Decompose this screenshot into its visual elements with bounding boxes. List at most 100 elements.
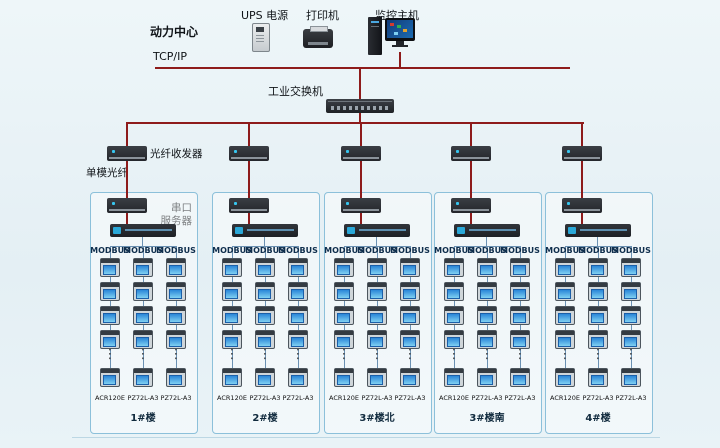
building-label: 1#楼 [130, 413, 156, 424]
meter-icon [444, 306, 464, 325]
serial-server-icon [232, 224, 298, 237]
serial-server-icon [454, 224, 520, 237]
meter-icon [400, 258, 420, 277]
meter-model-label: PZ72L-A3 [249, 394, 281, 402]
single-mode-fiber-line [470, 161, 472, 198]
fiber-transceiver-icon [107, 146, 147, 161]
fiber-transceiver-rx-icon [341, 198, 381, 213]
protocol-label: MODBUS [545, 246, 585, 255]
protocol-label: MODBUS [90, 246, 130, 255]
more-meters-ellipsis: ⋮ [403, 347, 417, 362]
meter-icon [510, 368, 530, 387]
power-center-label: 动力中心 [150, 25, 199, 39]
fiber-transceiver-icon [451, 146, 491, 161]
monitor-host-icon [368, 15, 418, 57]
meter-icon [400, 330, 420, 349]
meter-model-label: PZ72L-A3 [394, 394, 426, 402]
meter-icon [621, 330, 641, 349]
monitor-stand [396, 41, 404, 45]
fiber-transceiver-icon [341, 146, 381, 161]
distribution-line [127, 122, 584, 124]
monitor-base [392, 45, 408, 47]
meter-icon [400, 282, 420, 301]
more-meters-ellipsis: ⋮ [337, 347, 351, 362]
protocol-label: MODBUS [578, 246, 618, 255]
fiber-transceiver-rx-icon [451, 198, 491, 213]
server-bus-line [486, 237, 487, 246]
meter-icon [367, 368, 387, 387]
meter-icon [288, 282, 308, 301]
meter-icon [621, 258, 641, 277]
meter-icon [510, 258, 530, 277]
drop-line [360, 122, 362, 146]
meter-icon [255, 306, 275, 325]
meter-icon [400, 306, 420, 325]
more-meters-ellipsis: ⋮ [370, 347, 384, 362]
meter-icon [444, 258, 464, 277]
more-meters-ellipsis: ⋮ [225, 347, 239, 362]
tcpip-line [155, 67, 570, 69]
meter-icon [255, 368, 275, 387]
meter-icon [477, 258, 497, 277]
fiber-transceiver-rx-icon [107, 198, 147, 213]
meter-icon [621, 282, 641, 301]
meter-icon [588, 368, 608, 387]
serial-server-icon [344, 224, 410, 237]
more-meters-ellipsis: ⋮ [291, 347, 305, 362]
meter-icon [555, 330, 575, 349]
ups-icon [252, 23, 270, 52]
meter-icon [166, 330, 186, 349]
meter-model-label: ACR120E [550, 394, 580, 402]
meter-model-label: PZ72L-A3 [127, 394, 159, 402]
more-meters-ellipsis: ⋮ [447, 347, 461, 362]
meter-icon [444, 330, 464, 349]
meter-icon [334, 368, 354, 387]
meter-icon [255, 282, 275, 301]
protocol-label: MODBUS [500, 246, 540, 255]
meter-icon [367, 258, 387, 277]
single-mode-fiber-label: 单模光纤 [86, 167, 128, 179]
meter-icon [133, 258, 153, 277]
meter-icon [588, 282, 608, 301]
meter-icon [588, 258, 608, 277]
monitor-icon [385, 18, 415, 41]
transceiver-server-line [360, 213, 362, 224]
meter-model-label: PZ72L-A3 [582, 394, 614, 402]
meter-icon [222, 282, 242, 301]
meter-icon [100, 368, 120, 387]
meter-icon [166, 306, 186, 325]
meter-icon [100, 282, 120, 301]
meter-icon [334, 282, 354, 301]
protocol-label: MODBUS [278, 246, 318, 255]
meter-icon [255, 258, 275, 277]
meter-icon [444, 368, 464, 387]
meter-model-label: ACR120E [439, 394, 469, 402]
meter-icon [400, 368, 420, 387]
more-meters-ellipsis: ⋮ [136, 347, 150, 362]
meter-icon [367, 306, 387, 325]
meter-icon [477, 368, 497, 387]
protocol-label: MODBUS [324, 246, 364, 255]
fiber-transceiver-icon [562, 146, 602, 161]
building-label: 3#楼北 [359, 413, 395, 424]
meter-icon [100, 258, 120, 277]
meter-icon [166, 282, 186, 301]
switch-downlink-line [359, 113, 361, 122]
meter-icon [444, 282, 464, 301]
drop-line [581, 122, 583, 146]
meter-model-label: PZ72L-A3 [361, 394, 393, 402]
protocol-label: MODBUS [434, 246, 474, 255]
more-meters-ellipsis: ⋮ [513, 347, 527, 362]
meter-icon [477, 282, 497, 301]
industrial-switch-icon [326, 99, 394, 113]
more-meters-ellipsis: ⋮ [624, 347, 638, 362]
meter-model-label: PZ72L-A3 [504, 394, 536, 402]
meter-icon [288, 306, 308, 325]
building-label: 3#楼南 [469, 413, 505, 424]
meter-model-label: ACR120E [329, 394, 359, 402]
